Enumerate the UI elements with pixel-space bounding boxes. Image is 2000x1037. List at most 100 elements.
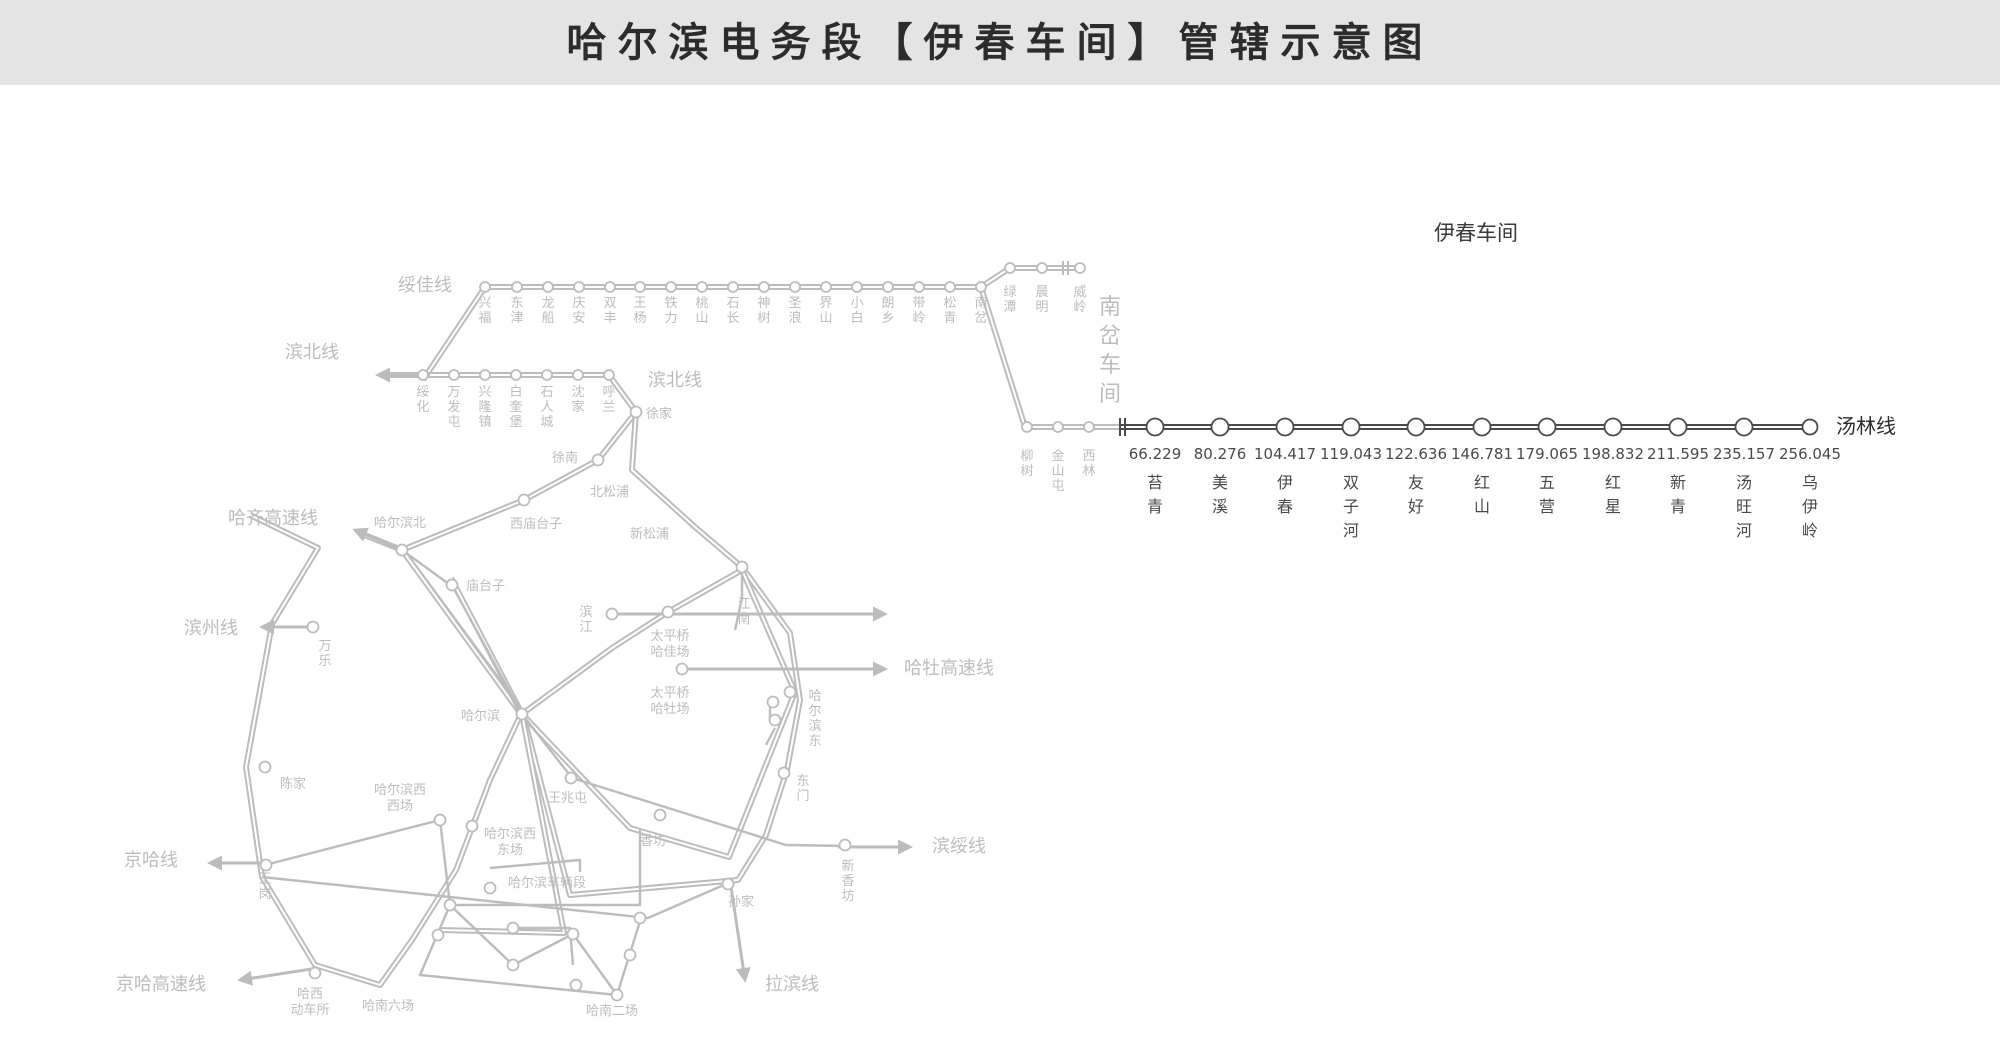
arrow-jingha-hs xyxy=(237,966,319,986)
station-label: 双丰 xyxy=(603,296,616,326)
line-label-binbei-right: 滨北线 xyxy=(648,370,702,391)
tanglin-station-node xyxy=(1603,417,1623,437)
line-label-suijia: 绥佳线 xyxy=(398,275,452,296)
station-node xyxy=(573,281,585,293)
station-node xyxy=(479,281,491,293)
tanglin-station-label: 汤旺河 xyxy=(1736,473,1752,540)
station-node xyxy=(766,695,780,709)
km-label: 119.043 xyxy=(1320,445,1382,463)
line-label-binzhou: 滨州线 xyxy=(184,618,238,639)
station-node xyxy=(443,898,457,912)
header-bar xyxy=(0,0,2000,85)
station-label: 哈尔滨西西场 xyxy=(374,782,426,814)
station-label: 绿潭 xyxy=(1003,285,1016,315)
station-node xyxy=(727,281,739,293)
station-node xyxy=(629,405,643,419)
station-node xyxy=(308,966,322,980)
station-node xyxy=(758,281,770,293)
station-node xyxy=(511,281,523,293)
station-label: 石长 xyxy=(726,296,739,326)
tanglin-station-label: 友好 xyxy=(1408,473,1424,516)
station-node xyxy=(653,808,667,822)
station-node xyxy=(605,607,619,621)
tanglin-station-node xyxy=(1145,417,1165,437)
station-label: 南岔 xyxy=(974,295,987,326)
station-label: 神树 xyxy=(757,296,770,326)
station-label: 新香坊 xyxy=(841,858,854,904)
station-label: 哈尔滨车辆段 xyxy=(508,875,586,891)
station-label: 新松浦 xyxy=(630,526,669,542)
line-end-mark xyxy=(1062,261,1069,275)
station-label: 桃山 xyxy=(695,296,708,326)
station-node xyxy=(633,911,647,925)
station-node xyxy=(913,281,925,293)
station-label: 金山屯 xyxy=(1051,448,1064,494)
tanglin-station-node xyxy=(1734,417,1754,437)
station-node xyxy=(515,707,529,721)
station-label: 哈尔滨东 xyxy=(808,689,821,749)
hub-west-core xyxy=(439,577,565,934)
station-node xyxy=(696,281,708,293)
tanglin-station-label: 美溪 xyxy=(1212,473,1228,516)
station-label: 王杨 xyxy=(633,296,646,326)
station-label: 带岭 xyxy=(912,296,925,326)
station-node xyxy=(789,281,801,293)
tanglin-station-label: 红山 xyxy=(1474,473,1490,516)
tanglin-station-node xyxy=(1668,417,1688,437)
station-label: 香坊 xyxy=(640,834,666,849)
station-node xyxy=(768,713,782,727)
line-label-haqi: 哈齐高速线 xyxy=(228,508,318,529)
hub-spur-3 xyxy=(733,570,744,631)
line-label-jingha: 京哈线 xyxy=(124,850,178,871)
hub-spur-4 xyxy=(489,858,582,872)
station-node xyxy=(777,766,791,780)
station-label: 晨明 xyxy=(1035,285,1048,315)
station-label: 王兆屯 xyxy=(548,791,587,806)
station-label: 徐南 xyxy=(552,450,578,466)
station-node xyxy=(479,369,491,381)
station-node xyxy=(395,543,409,557)
station-node xyxy=(564,771,578,785)
station-node xyxy=(569,978,583,992)
station-node xyxy=(258,760,272,774)
arrow-labin xyxy=(728,879,751,983)
tanglin-station-node xyxy=(1472,417,1492,437)
station-label: 徐家 xyxy=(646,406,672,422)
hub-ring-core xyxy=(245,514,522,986)
workshop-label: 伊春车间 xyxy=(1434,221,1518,245)
line-label-hamu: 哈牡高速线 xyxy=(904,658,994,679)
station-node xyxy=(591,453,605,467)
station-node xyxy=(517,493,531,507)
km-label: 122.636 xyxy=(1385,445,1447,463)
station-label: 太平桥哈佳场 xyxy=(650,629,689,660)
station-node xyxy=(838,838,852,852)
station-label: 龙船 xyxy=(541,296,554,326)
station-node xyxy=(506,958,520,972)
station-node xyxy=(433,813,447,827)
km-label: 235.157 xyxy=(1713,445,1775,463)
station-node xyxy=(1074,262,1086,274)
line-label-labin: 拉滨线 xyxy=(765,974,819,995)
station-label: 东门 xyxy=(796,774,809,804)
station-node xyxy=(541,369,553,381)
hub-link-f xyxy=(513,926,575,966)
hub-link-a xyxy=(401,549,848,848)
station-label: 威岭 xyxy=(1073,285,1086,315)
tanglin-station-label: 伊春 xyxy=(1277,473,1293,516)
station-node xyxy=(506,921,520,935)
station-node xyxy=(306,620,320,634)
station-label: 界山 xyxy=(819,296,832,326)
station-node xyxy=(448,369,460,381)
station-node xyxy=(1036,262,1048,274)
station-node xyxy=(542,281,554,293)
station-label: 万乐 xyxy=(318,639,331,669)
station-node xyxy=(483,881,497,895)
station-label: 圣浪 xyxy=(788,296,801,326)
station-node xyxy=(1083,421,1095,433)
tanglin-station-node xyxy=(1406,417,1426,437)
station-node xyxy=(944,281,956,293)
station-label: 白奎堡 xyxy=(509,384,522,430)
station-node xyxy=(603,369,615,381)
km-label: 198.832 xyxy=(1582,445,1644,463)
station-node xyxy=(721,877,735,891)
